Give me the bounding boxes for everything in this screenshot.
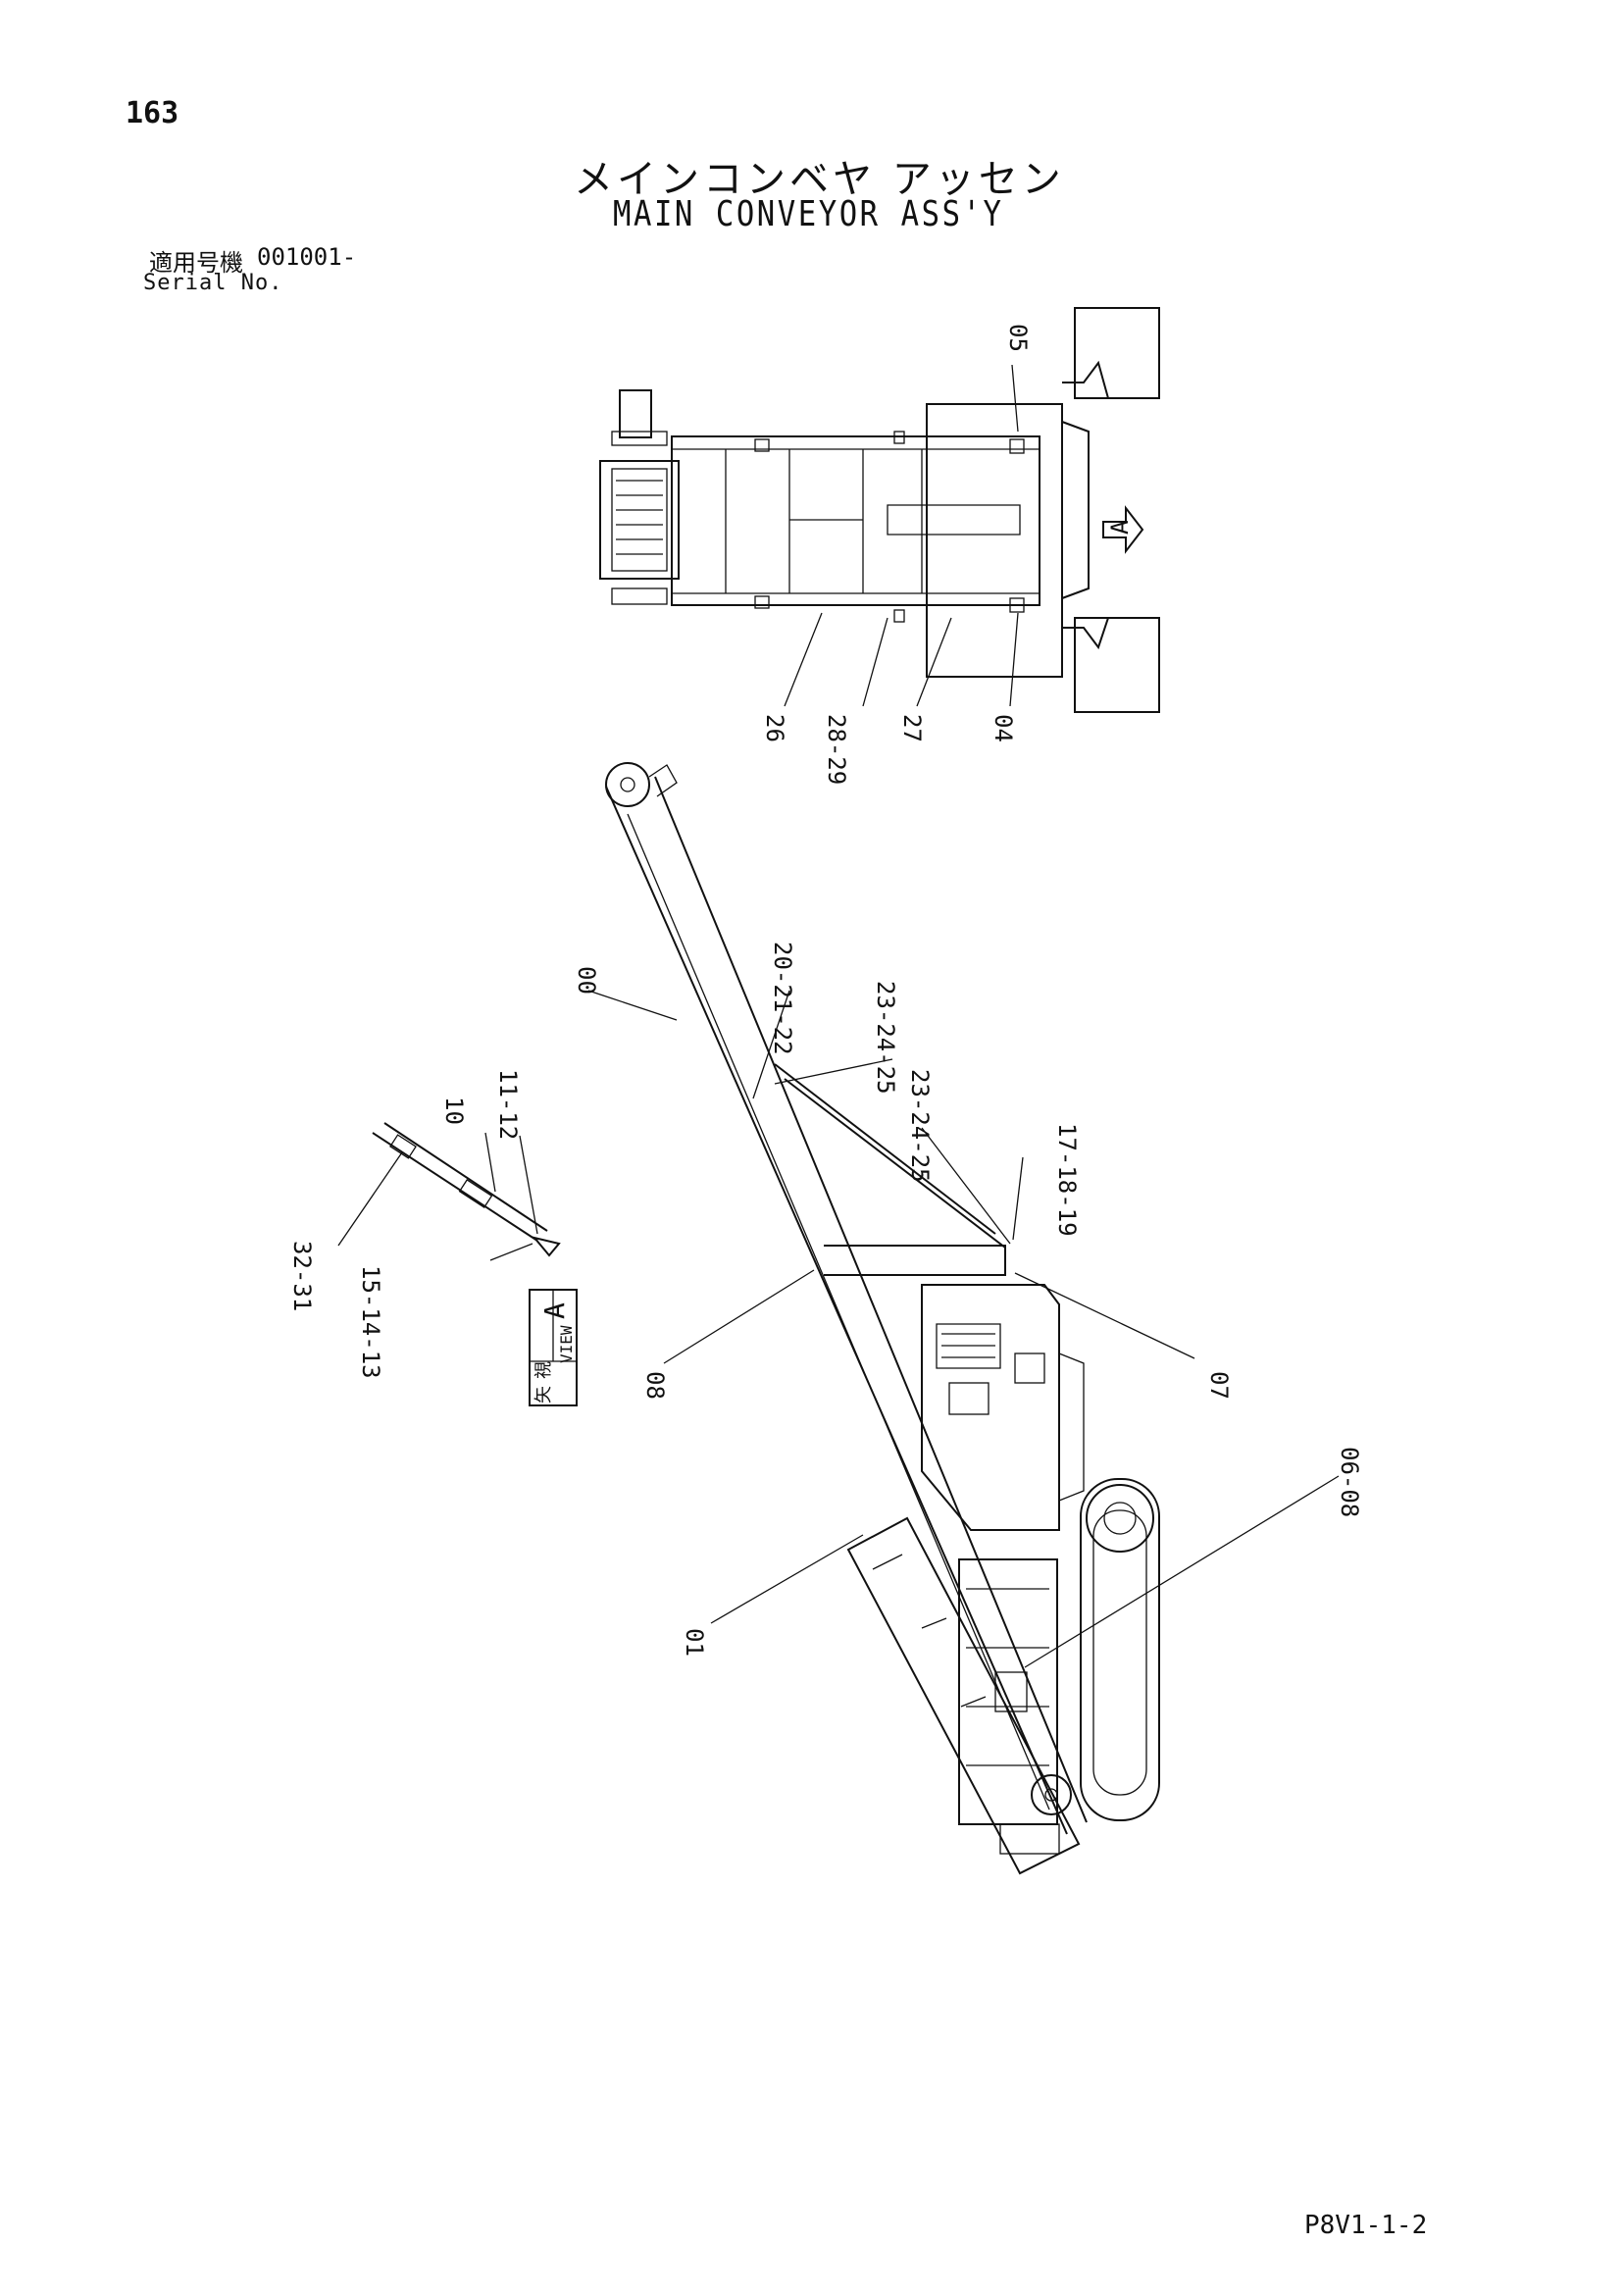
callout-20-21-22: 20-21-22 [769, 942, 796, 1055]
callout-08: 08 [641, 1371, 669, 1400]
callout-01: 01 [681, 1628, 708, 1657]
view-letter: A [538, 1302, 571, 1319]
view-label: VIEW [557, 1325, 576, 1363]
callout-11-12: 11-12 [494, 1069, 522, 1140]
serial-number-value: 001001- [257, 243, 357, 271]
callout-23-24-25-upper: 23-24-25 [872, 981, 899, 1095]
serial-label: Serial No. [143, 271, 283, 295]
serial-label-japanese: 適用号機 [149, 249, 243, 277]
callout-07: 07 [1205, 1371, 1233, 1400]
view-a-label-box: 矢 視 VIEW A [529, 1289, 578, 1406]
page-number: 163 [126, 96, 179, 130]
callout-04: 04 [990, 714, 1017, 742]
detail-view-a-drawing [337, 1122, 561, 1261]
callout-05: 05 [1004, 324, 1032, 352]
view-label-jp-2: 視 [533, 1361, 554, 1379]
view-label-jp-1: 矢 [533, 1386, 554, 1403]
callout-10: 10 [440, 1097, 468, 1125]
page-title: MAIN CONVEYOR ASS'Y [613, 194, 1004, 234]
callout-00: 00 [573, 966, 600, 995]
callout-32-31: 32-31 [288, 1241, 316, 1311]
callout-15-14-13: 15-14-13 [357, 1265, 384, 1379]
page-title-japanese: メインコンベヤ アッセン [574, 157, 1065, 202]
main-side-view-drawing [587, 762, 1340, 1875]
callout-23-24-25-lower: 23-24-25 [906, 1069, 934, 1183]
callout-27: 27 [898, 714, 926, 742]
callout-26: 26 [761, 714, 788, 742]
callout-06-08: 06-08 [1336, 1447, 1363, 1517]
document-code: P8V1-1-2 [1304, 2211, 1428, 2240]
callout-17-18-19: 17-18-19 [1053, 1123, 1081, 1237]
top-view-drawing: A [599, 307, 1160, 713]
callout-28-29: 28-29 [823, 714, 850, 785]
view-a-arrow-letter: A [1106, 520, 1134, 535]
